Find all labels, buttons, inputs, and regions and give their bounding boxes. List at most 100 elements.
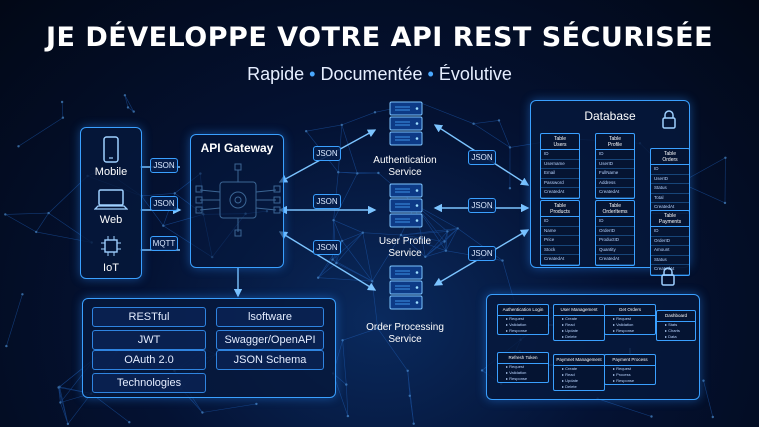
flow-module-step: ▸ Validation [506, 321, 527, 327]
page-title: JE DÉVELOPPE VOTRE API REST SÉCURISÉE [45, 22, 714, 53]
flow-module-step: ▸ Request [506, 363, 525, 369]
db-field: UserID [596, 160, 634, 169]
service-auth-line1: Authentication [373, 155, 437, 166]
tech-oauth: OAuth 2.0 [92, 350, 206, 370]
flow-module-4: Dashboard▸ Stats▸ Charts▸ Data [656, 310, 696, 341]
db-field: OrderID [651, 237, 689, 246]
tagline-item-1: Rapide [247, 64, 305, 84]
db-field: OrderID [596, 227, 634, 236]
clients-panel: Mobile Web IoT [80, 127, 142, 279]
db-field: Username [541, 160, 579, 169]
db-field: Status [651, 256, 689, 265]
flow-module-7: Payment Process▸ Request▸ Process▸ Respo… [604, 354, 656, 385]
flow-module-step: ▸ Response [506, 327, 528, 333]
flow-module-5: Refresh Token▸ Request▸ Validation▸ Resp… [497, 352, 549, 383]
flow-module-step: ▸ Stats [665, 321, 678, 327]
service-profile-line2: Service [388, 248, 422, 259]
protocol-badge-profile-out: JSON [468, 198, 496, 213]
chip-icon [101, 236, 121, 256]
flow-module-step: ▸ Update [562, 377, 579, 383]
service-auth-line2: Service [388, 167, 422, 178]
protocol-badge-orders-in: JSON [313, 240, 341, 255]
tech-json-schema: JSON Schema [216, 350, 324, 370]
flow-module-step: ▸ Delete [562, 383, 577, 389]
db-field: Password [541, 179, 579, 188]
tech-restful: RESTful [92, 307, 206, 327]
bullet-icon: • [427, 64, 434, 84]
flow-module-step: ▸ Read [562, 371, 575, 377]
db-field: Address [596, 179, 634, 188]
flow-module-step: ▸ Create [562, 315, 578, 321]
flow-module-step: ▸ Request [613, 365, 632, 371]
db-field: CreatedAt [541, 188, 579, 198]
flow-module-3: Get Orders▸ Request▸ Validation▸ Respons… [604, 304, 656, 335]
flow-module-title: Paymnet Management [554, 355, 604, 366]
db-field: UserID [651, 175, 689, 184]
protocol-badge-auth-in: JSON [313, 146, 341, 161]
tech-jwt: JWT [92, 330, 206, 350]
flow-module-step: ▸ Delete [562, 333, 577, 339]
tagline: Rapide•Documentée•Évolutive [0, 64, 759, 85]
protocol-badge-mobile: JSON [150, 158, 178, 173]
db-field: Stock [541, 246, 579, 255]
protocol-badge-auth-out: JSON [468, 150, 496, 165]
db-field: CreatedAt [596, 188, 634, 198]
server-icon [389, 101, 423, 146]
protocol-badge-profile-in: JSON [313, 194, 341, 209]
flow-module-step: ▸ Request [506, 315, 525, 321]
server-icon [389, 265, 423, 310]
lock-icon [661, 267, 675, 286]
protocol-badge-orders-out: JSON [468, 246, 496, 261]
db-field: ID [596, 150, 634, 160]
api-gateway-panel: API Gateway [190, 134, 284, 268]
service-orders-line1: Order Processing [366, 322, 444, 333]
flow-module-step: ▸ Response [506, 375, 528, 381]
db-field: ID [541, 150, 579, 160]
tech-swagger: Swagger/OpenAPI [216, 330, 324, 350]
lock-icon [662, 110, 676, 129]
flow-module-title: Refresh Token [498, 353, 548, 364]
flow-module-title: Authentication Login [498, 305, 548, 316]
tech-lsoftware: lsoftware [216, 307, 324, 327]
flow-module-title: Get Orders [605, 305, 655, 316]
flow-module-step: ▸ Process [613, 371, 631, 377]
db-field: Price [541, 236, 579, 246]
service-profile-line1: User Profile [378, 236, 432, 247]
flow-module-title: Dashboard [657, 311, 695, 322]
db-field: CreatedAt [541, 255, 579, 265]
server-icon [389, 183, 423, 228]
arrow-gateway-orders [278, 231, 377, 291]
db-field: ID [596, 217, 634, 227]
protocol-badge-web: JSON [150, 196, 178, 211]
db-field: ID [541, 217, 579, 227]
flow-module-step: ▸ Update [562, 327, 579, 333]
bullet-icon: • [309, 64, 316, 84]
db-field: Amount [651, 246, 689, 256]
db-field: Total [651, 194, 689, 203]
flow-module-step: ▸ Response [613, 377, 635, 383]
db-field: Status [651, 184, 689, 194]
db-field: Quantity [596, 246, 634, 255]
service-orders-line2: Service [388, 334, 422, 345]
flow-module-title: Payment Process [605, 355, 655, 366]
flow-module-step: ▸ Request [613, 315, 632, 321]
flow-module-step: ▸ Read [562, 321, 575, 327]
db-field: CreatedAt [651, 265, 689, 275]
flow-module-step: ▸ Create [562, 365, 578, 371]
db-field: Email [541, 169, 579, 179]
flow-module-step: ▸ Data [665, 333, 677, 339]
flow-module-1: Authentication Login▸ Request▸ Validatio… [497, 304, 549, 335]
flow-module-step: ▸ Response [613, 327, 635, 333]
db-field: CreatedAt [596, 255, 634, 265]
flow-module-step: ▸ Charts [665, 327, 680, 333]
